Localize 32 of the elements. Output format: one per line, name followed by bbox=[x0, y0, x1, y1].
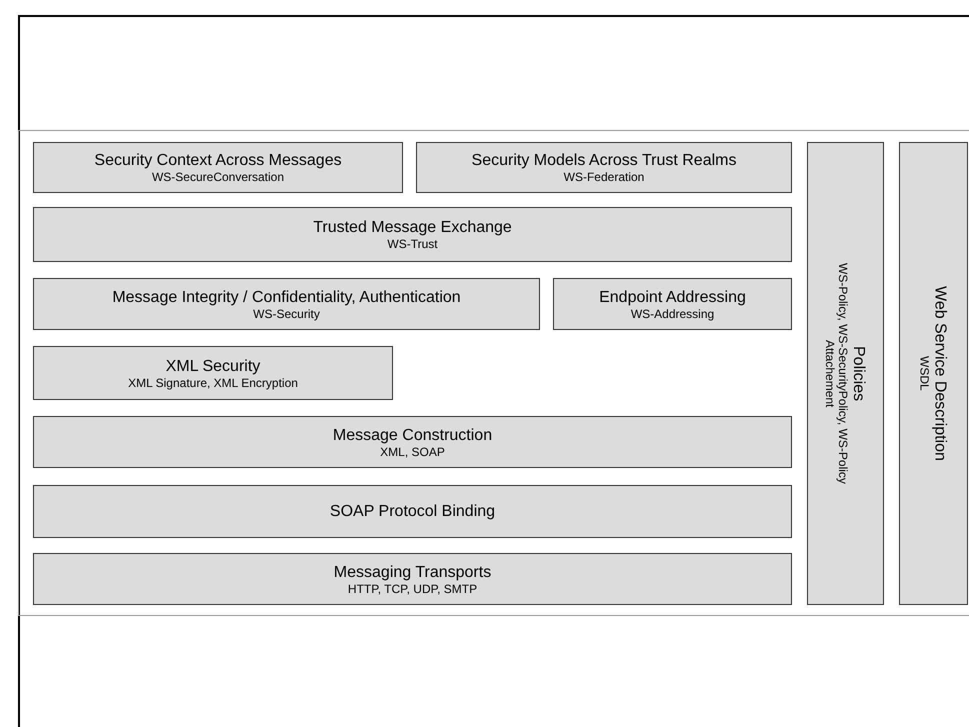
layer-standards: XML Signature, XML Encryption bbox=[128, 376, 298, 390]
layer-standards: WS-Trust bbox=[387, 237, 438, 251]
layer-box bbox=[33, 278, 540, 330]
layer-title: Policies bbox=[849, 346, 868, 402]
layer-standards: WS-Policy, WS-SecurityPolicy, WS-Policy Attachement bbox=[823, 262, 849, 486]
layer-standards: HTTP, TCP, UDP, SMTP bbox=[348, 582, 478, 596]
layer-title: SOAP Protocol Binding bbox=[330, 502, 496, 521]
layer-box bbox=[807, 142, 884, 605]
layer-standards: WS-Addressing bbox=[630, 306, 714, 320]
layer-title: Web Service Description bbox=[930, 286, 950, 461]
layer-box bbox=[33, 553, 792, 605]
layer-box bbox=[416, 142, 792, 193]
layer-box bbox=[33, 142, 403, 193]
layer-standards: WS-Security bbox=[253, 306, 320, 320]
layer-box bbox=[33, 485, 792, 538]
layer-standards: WS-SecureConversation bbox=[152, 170, 284, 184]
layer-title: Messaging Transports bbox=[334, 562, 492, 582]
layer-standards: WSDL bbox=[918, 356, 930, 391]
layer-title: Security Models Across Trust Realms bbox=[472, 151, 736, 170]
layer-box bbox=[33, 416, 792, 468]
layer-box bbox=[899, 142, 968, 605]
layer-box bbox=[553, 278, 792, 330]
layer-standards: XML, SOAP bbox=[380, 444, 445, 458]
layer-title: Endpoint Addressing bbox=[599, 288, 746, 306]
layer-title: Message Construction bbox=[332, 426, 492, 444]
layer-box bbox=[33, 207, 792, 262]
layer-title: XML Security bbox=[166, 356, 260, 376]
layer-title: Security Context Across Messages bbox=[94, 151, 342, 170]
layer-box bbox=[33, 346, 393, 400]
layer-title: Message Integrity / Confidentiality, Authentication bbox=[112, 288, 461, 306]
layer-standards: WS-Federation bbox=[564, 170, 644, 184]
layer-title: Trusted Message Exchange bbox=[313, 218, 512, 237]
